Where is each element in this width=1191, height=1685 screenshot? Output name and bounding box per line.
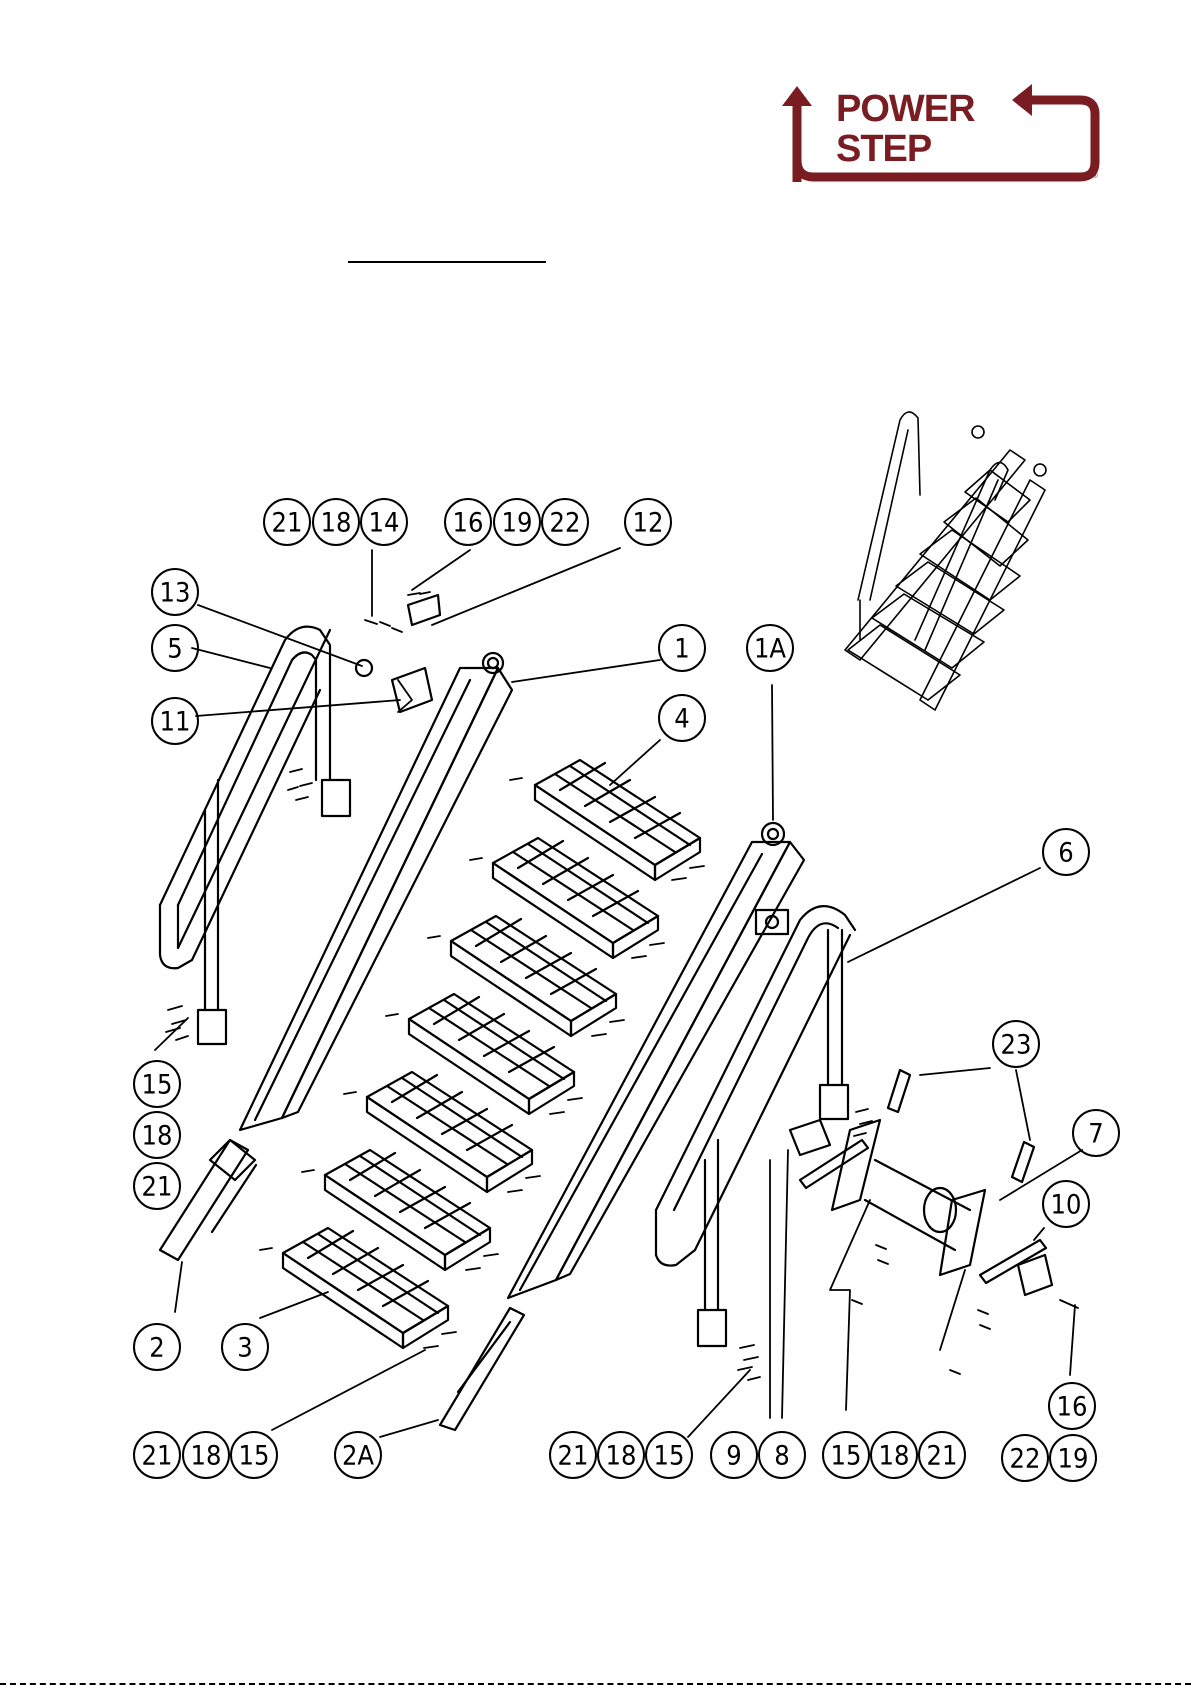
callout-18: 18 <box>191 1441 222 1472</box>
callout-19: 19 <box>502 508 533 539</box>
assembled-stair-view <box>845 412 1046 710</box>
callout-21: 21 <box>927 1441 958 1472</box>
callout-18: 18 <box>606 1441 637 1472</box>
callout-4: 4 <box>674 704 689 735</box>
callout-21: 21 <box>272 508 303 539</box>
callout-19: 19 <box>1058 1444 1089 1475</box>
tread-6 <box>325 1150 490 1270</box>
callout-12: 12 <box>633 508 664 539</box>
right-handrail <box>656 906 855 1346</box>
callout-1: 1 <box>674 634 689 665</box>
tread-5 <box>367 1072 532 1192</box>
callout-18: 18 <box>879 1441 910 1472</box>
callout-3: 3 <box>237 1333 252 1364</box>
tread-3 <box>451 916 616 1036</box>
callout-6: 6 <box>1058 838 1073 869</box>
callout-labels: 21 18 14 16 19 22 12 13 5 11 1 1A 4 6 23… <box>142 508 1104 1475</box>
callout-16: 16 <box>453 508 484 539</box>
callout-1a: 1A <box>754 634 786 665</box>
callout-13: 13 <box>160 578 191 609</box>
tread-4 <box>409 994 574 1114</box>
callout-8: 8 <box>774 1441 789 1472</box>
callout-2: 2 <box>149 1333 164 1364</box>
left-handrail <box>160 627 350 1044</box>
callout-9: 9 <box>726 1441 741 1472</box>
callout-21: 21 <box>142 1172 173 1203</box>
callout-7: 7 <box>1088 1119 1103 1150</box>
callout-10: 10 <box>1051 1190 1082 1221</box>
callout-22: 22 <box>1010 1444 1041 1475</box>
tread-2 <box>493 838 658 958</box>
callout-15: 15 <box>142 1070 173 1101</box>
callout-23: 23 <box>1001 1030 1032 1061</box>
bottom-plate-right <box>440 1308 524 1430</box>
callout-5: 5 <box>167 634 182 665</box>
left-stringer <box>240 653 512 1130</box>
tread-7 <box>283 1228 448 1348</box>
callout-15: 15 <box>654 1441 685 1472</box>
callout-14: 14 <box>369 508 400 539</box>
leader-lines <box>155 548 1082 1437</box>
callout-18: 18 <box>321 508 352 539</box>
callout-22: 22 <box>550 508 581 539</box>
top-bracket <box>356 595 440 712</box>
callout-15: 15 <box>239 1441 270 1472</box>
callout-21: 21 <box>142 1441 173 1472</box>
callout-2a: 2A <box>342 1441 374 1472</box>
platform-bracket-assembly <box>790 1070 1052 1295</box>
callout-15: 15 <box>831 1441 862 1472</box>
callout-21: 21 <box>558 1441 589 1472</box>
callout-16: 16 <box>1057 1392 1088 1423</box>
callout-11: 11 <box>160 707 191 738</box>
callout-18: 18 <box>142 1121 173 1152</box>
